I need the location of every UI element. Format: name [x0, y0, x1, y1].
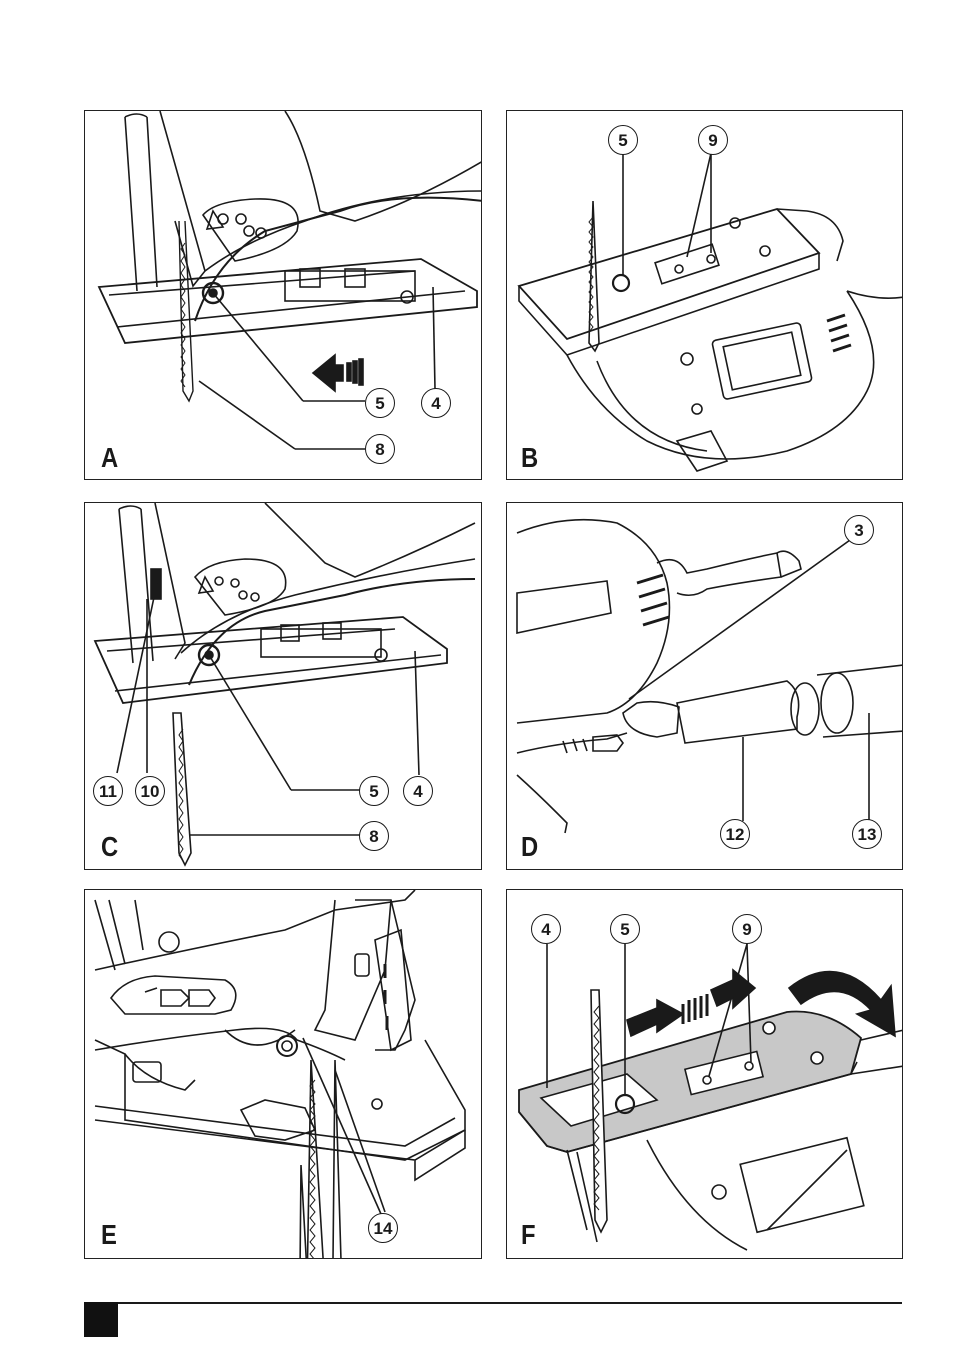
- callout-8: 8: [365, 434, 395, 464]
- panel-label-a: A: [101, 444, 117, 472]
- callout-12: 12: [720, 819, 750, 849]
- callout-11: 11: [93, 776, 123, 806]
- figure-panel-f: 4 5 9 F: [506, 889, 903, 1259]
- callout-3: 3: [844, 515, 874, 545]
- panel-label-d: D: [521, 833, 537, 861]
- bevel-angle-illustration: [507, 890, 903, 1259]
- figure-panel-b: 5 9 B: [506, 110, 903, 480]
- callout-10: 10: [135, 776, 165, 806]
- figure-panel-e: 14 E: [84, 889, 482, 1259]
- figure-panel-a: 5 4 8 A: [84, 110, 482, 480]
- callout-5: 5: [610, 914, 640, 944]
- callout-13: 13: [852, 819, 882, 849]
- callout-8: 8: [359, 821, 389, 851]
- figure-panel-d: 3 12 13 D: [506, 502, 903, 870]
- callout-9: 9: [698, 125, 728, 155]
- jigsaw-underside-illustration: [507, 111, 903, 480]
- dust-extraction-illustration: [507, 503, 903, 870]
- panel-label-f: F: [521, 1221, 535, 1249]
- figure-panel-c: 11 10 5 4 8 C: [84, 502, 482, 870]
- panel-label-c: C: [101, 833, 117, 861]
- jigsaw-blade-release-illustration: [85, 503, 482, 870]
- callout-5: 5: [359, 776, 389, 806]
- page-marker-block: [84, 1302, 118, 1337]
- callout-4: 4: [403, 776, 433, 806]
- callout-5: 5: [608, 125, 638, 155]
- blade-roller-illustration: [85, 890, 482, 1259]
- callout-9: 9: [732, 914, 762, 944]
- jigsaw-blade-insertion-illustration: [85, 111, 482, 480]
- callout-4: 4: [421, 388, 451, 418]
- panel-label-b: B: [521, 444, 537, 472]
- callout-5: 5: [365, 388, 395, 418]
- panel-label-e: E: [101, 1221, 116, 1249]
- callout-14: 14: [368, 1213, 398, 1243]
- footer-rule: [84, 1302, 902, 1304]
- callout-4: 4: [531, 914, 561, 944]
